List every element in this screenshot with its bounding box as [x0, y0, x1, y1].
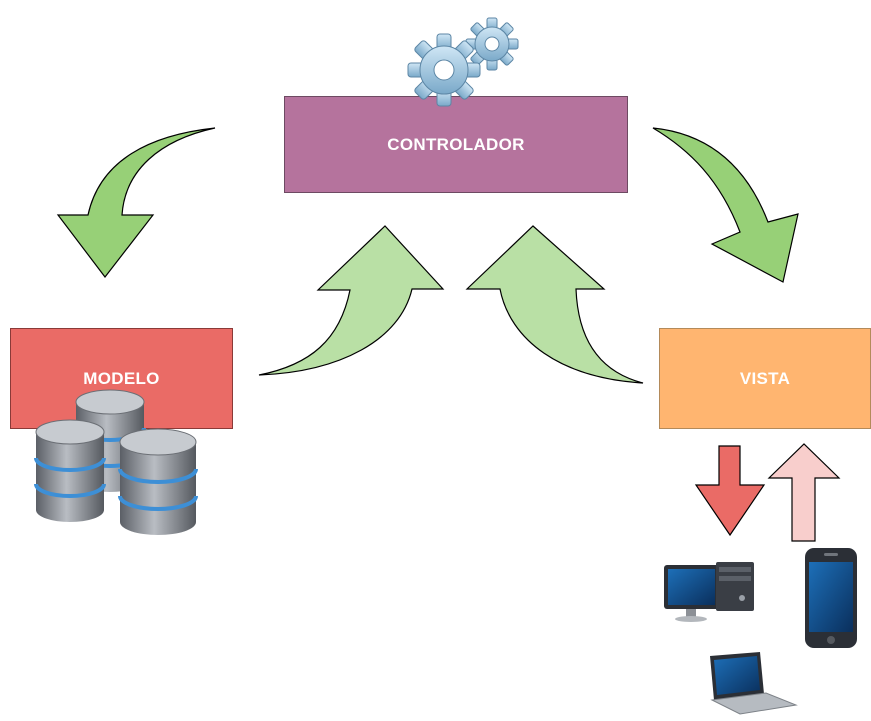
- arrow-vista-to-controlador: [465, 225, 644, 384]
- modelo-box: MODELO: [10, 328, 233, 429]
- smartphone-icon: [805, 548, 857, 648]
- controlador-label: CONTROLADOR: [387, 134, 525, 154]
- laptop-icon: [710, 652, 798, 715]
- arrow-controlador-to-modelo: [56, 127, 216, 278]
- arrow-modelo-to-controlador: [258, 225, 445, 376]
- desktop-computer-icon: [664, 562, 754, 622]
- vista-box: VISTA: [659, 328, 871, 429]
- modelo-label: MODELO: [83, 368, 160, 388]
- arrow-vista-to-devices: [694, 445, 766, 537]
- arrow-devices-to-vista: [767, 443, 841, 542]
- arrow-controlador-to-vista: [652, 127, 799, 283]
- controlador-box: CONTROLADOR: [284, 96, 628, 193]
- vista-label: VISTA: [739, 368, 791, 388]
